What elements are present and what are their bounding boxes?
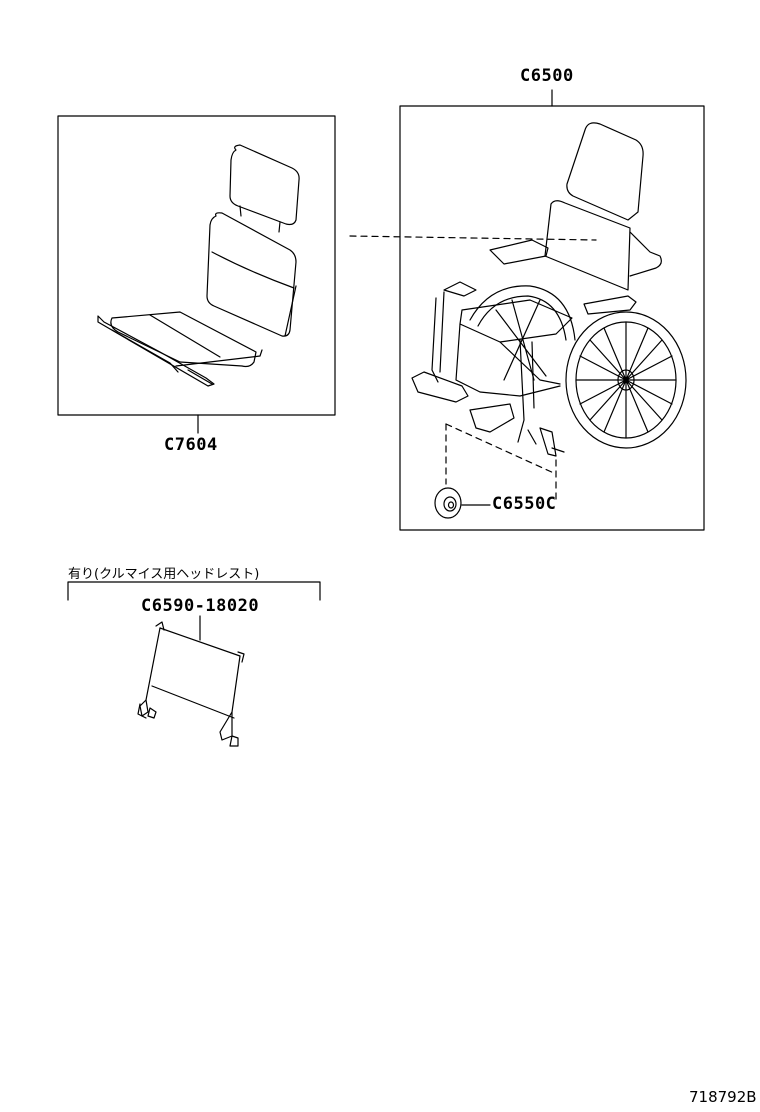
link-dashed-line: [349, 235, 597, 241]
callout-c6550c: C6550C: [492, 494, 557, 514]
cap-illustration: [434, 487, 462, 519]
c7604-frame: [57, 115, 336, 416]
headrest-note: 有り(クルマイス用ヘッドレスト): [68, 567, 260, 582]
seat-cushion-illustration: [97, 144, 300, 387]
callout-c6590-18020: C6590-18020: [141, 596, 260, 616]
callout-c7604: C7604: [164, 435, 218, 455]
headrest-bracket-illustration: [137, 621, 245, 747]
callout-c6500: C6500: [520, 66, 574, 86]
wheelchair-illustration: [411, 122, 687, 457]
c6500-frame: [399, 105, 705, 531]
figure-code: 718792B: [689, 1088, 757, 1106]
